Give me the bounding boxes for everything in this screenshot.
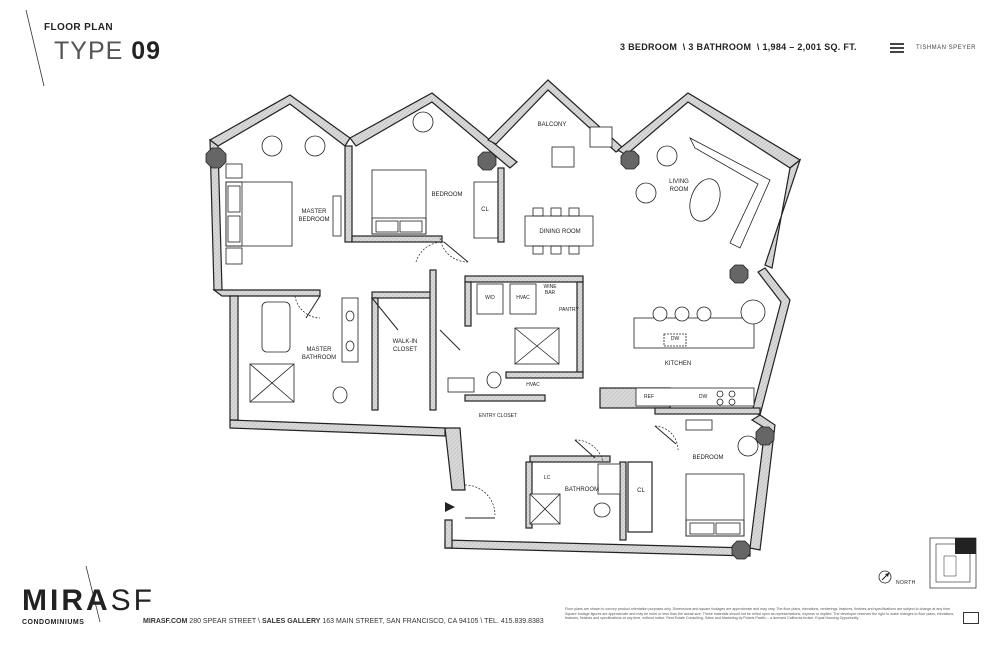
brand-logo: MIRASF: [22, 584, 155, 618]
room-bedroom-top: BEDROOM: [431, 192, 463, 198]
interior-walls: [344, 145, 761, 541]
brand-suffix: SF: [110, 584, 155, 617]
bottom-bath-fixtures: [529, 463, 621, 525]
master-bed: [225, 135, 326, 265]
footer-contact: MIRASF.COM 280 SPEAR STREET \ SALES GALL…: [143, 618, 544, 625]
balcony-chairs: [551, 126, 613, 168]
room-ref: REF: [644, 394, 654, 400]
north-label: NORTH: [896, 580, 916, 586]
room-living: LIVING ROOM: [669, 179, 689, 193]
room-closet-top: CL: [481, 207, 489, 213]
room-dining: DINING ROOM: [539, 229, 581, 235]
type-label: TYPE: [54, 37, 124, 65]
room-hvac-mid: HVAC: [526, 382, 540, 388]
room-wd: W/D: [485, 295, 495, 301]
phone[interactable]: TEL. 415.839.8383: [484, 618, 544, 625]
room-hvac-top: HVAC: [516, 295, 530, 301]
header-divider: [25, 9, 45, 87]
master-bath-fixtures: [249, 297, 359, 404]
unit-specs: 3 BEDROOM \ 3 BATHROOM \ 1,984 – 2,001 S…: [620, 42, 857, 52]
room-bathroom: BATHROOM: [564, 487, 600, 493]
mid-bath-fixtures: [447, 283, 560, 393]
room-lc: LC: [543, 475, 551, 481]
room-pantry: PANTRY: [559, 307, 579, 313]
bedroom-bed: [332, 111, 499, 239]
entry-arrow-icon: [445, 502, 455, 512]
logo-divider: [85, 565, 101, 623]
key-plan: [929, 537, 977, 589]
room-master-bedroom: MASTER BEDROOM: [298, 209, 330, 223]
room-closet-bottom: CL: [637, 488, 645, 494]
brand-name: MIRA: [22, 584, 111, 617]
room-kitchen: KITCHEN: [664, 361, 692, 367]
brand-subtitle: CONDOMINIUMS: [22, 619, 85, 626]
type-heading: TYPE 09: [54, 37, 161, 66]
disclaimer: Floor plans are shown to convey product …: [565, 607, 955, 621]
columns: [205, 147, 775, 560]
floor-plan-label: FLOOR PLAN: [44, 22, 113, 33]
room-dw-island: DW: [670, 336, 680, 342]
sales-address: 163 MAIN STREET, SAN FRANCISCO, CA 94105: [322, 618, 479, 625]
door-leaves: [305, 241, 677, 519]
room-dw-counter: DW: [698, 394, 708, 400]
door-swings: [294, 237, 679, 516]
room-entry-closet: ENTRY CLOSET: [478, 413, 518, 419]
north-arrow-icon: [878, 570, 892, 584]
equal-housing-icon: [963, 612, 979, 624]
address: 280 SPEAR STREET: [189, 618, 257, 625]
type-number: 09: [131, 37, 162, 65]
living-furniture: [635, 137, 771, 249]
kitchen-counter: [635, 387, 755, 407]
room-bedroom-bottom: BEDROOM: [692, 455, 724, 461]
exterior-walls: [208, 79, 802, 557]
room-wine-bar: WINE BAR: [543, 284, 557, 296]
floor-plan: [205, 79, 802, 560]
bedroom-bottom-bed: [685, 419, 759, 537]
sales-gallery-label: SALES GALLERY: [261, 618, 321, 625]
dining-table: [524, 207, 594, 255]
room-balcony: BALCONY: [537, 122, 567, 128]
website-link[interactable]: MIRASF.COM: [143, 618, 188, 625]
developer-name: TISHMAN SPEYER: [916, 45, 977, 51]
room-master-bathroom: MASTER BATHROOM: [301, 347, 337, 361]
room-walkin-closet: WALK-IN CLOSET: [392, 339, 418, 353]
kitchen-island: [633, 299, 766, 349]
tishman-speyer-logo-icon: [890, 43, 904, 53]
